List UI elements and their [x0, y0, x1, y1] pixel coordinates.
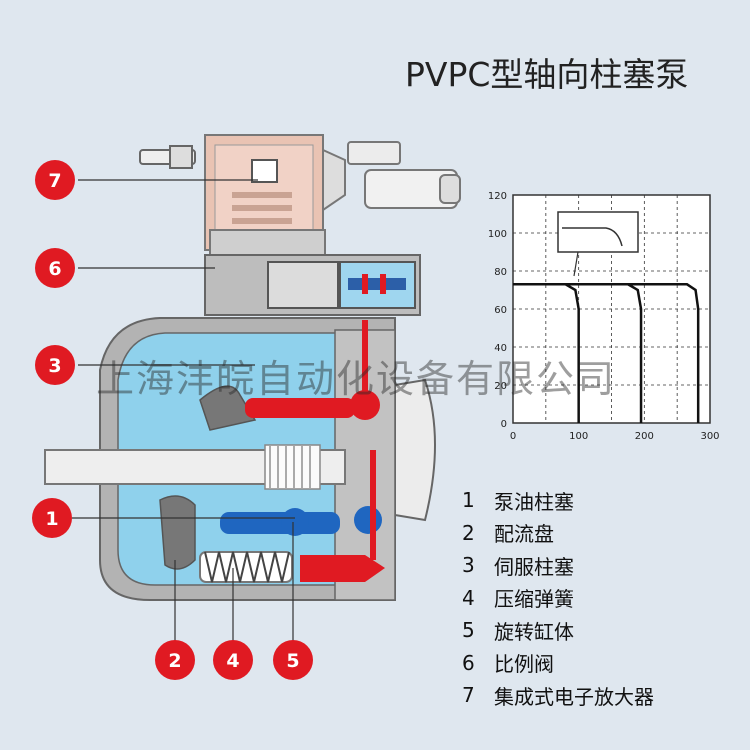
chart-x-tick-label: 200	[635, 431, 654, 442]
legend-item: 4 压缩弹簧	[462, 582, 654, 615]
svg-text:3: 3	[48, 355, 61, 377]
sensor-probe	[139, 145, 196, 169]
component-legend: 1 泵油柱塞 2 配流盘 3 伺服柱塞 4 压缩弹簧 5 旋转缸体 6 比例阀 7 集成式电子放大器	[462, 484, 654, 712]
chart-y-tick-label: 40	[494, 343, 507, 354]
chart-y-tick-label: 100	[488, 229, 507, 240]
legend-item: 2 配流盘	[462, 517, 654, 550]
legend-number: 5	[462, 618, 475, 643]
legend-label: 比例阀	[494, 652, 554, 677]
legend-label: 泵油柱塞	[494, 489, 574, 514]
svg-text:1: 1	[45, 508, 58, 530]
diagram-title: PVPC型轴向柱塞泵	[405, 55, 689, 94]
chart-y-tick-label: 80	[494, 267, 507, 278]
legend-label: 配流盘	[494, 522, 554, 547]
chart-y-tick-label: 120	[488, 191, 507, 202]
callout-5: 5	[273, 640, 313, 680]
legend-number: 6	[462, 650, 475, 675]
legend-label: 旋转缸体	[494, 619, 574, 644]
legend-item: 5 旋转缸体	[462, 614, 654, 647]
chart-y-tick-label: 20	[494, 381, 507, 392]
chart-y-tick-label: 0	[501, 419, 507, 430]
legend-number: 7	[462, 683, 475, 708]
chart-x-tick-label: 100	[569, 431, 588, 442]
legend-label: 集成式电子放大器	[494, 684, 654, 709]
legend-label: 压缩弹簧	[494, 587, 574, 612]
chart-series-group	[513, 283, 700, 423]
pump-piston	[220, 506, 382, 536]
svg-text:4: 4	[226, 650, 239, 672]
legend-label: 伺服柱塞	[494, 554, 574, 579]
chart-series-line-3	[513, 283, 700, 423]
control-piston	[300, 450, 385, 582]
callout-4: 4	[213, 640, 253, 680]
callout-1: 1	[32, 498, 72, 538]
legend-item: 7 集成式电子放大器	[462, 679, 654, 712]
chart-y-tick-label: 60	[494, 305, 507, 316]
drive-shaft	[44, 444, 346, 490]
legend-number: 2	[462, 520, 475, 545]
callout-2: 2	[155, 640, 195, 680]
swash-plate-lower	[159, 495, 196, 570]
compression-spring	[199, 551, 293, 583]
svg-text:7: 7	[48, 170, 61, 192]
servo-piston	[245, 320, 380, 420]
leader-lines	[72, 179, 295, 655]
legend-item: 1 泵油柱塞	[462, 484, 654, 517]
legend-item: 6 比例阀	[462, 647, 654, 680]
callout-3: 3	[35, 345, 75, 385]
svg-text:2: 2	[168, 650, 181, 672]
chart-x-tick-label: 0	[510, 431, 516, 442]
chart-y-tick-labels: 0 20 40 60 80 100 120	[488, 191, 507, 430]
callout-6: 6	[35, 248, 75, 288]
electronic-amplifier-module	[204, 134, 346, 261]
chart-inset	[557, 211, 639, 277]
svg-text:6: 6	[48, 258, 61, 280]
legend-number: 1	[462, 488, 475, 513]
legend-number: 3	[462, 553, 475, 578]
connector-plug	[347, 141, 461, 209]
callout-7: 7	[35, 160, 75, 200]
legend-number: 4	[462, 585, 475, 610]
svg-text:5: 5	[286, 650, 299, 672]
chart-x-tick-label: 300	[700, 431, 719, 442]
legend-item: 3 伺服柱塞	[462, 549, 654, 582]
proportional-valve	[204, 254, 421, 316]
chart-x-tick-labels: 0 100 200 300	[510, 431, 720, 442]
